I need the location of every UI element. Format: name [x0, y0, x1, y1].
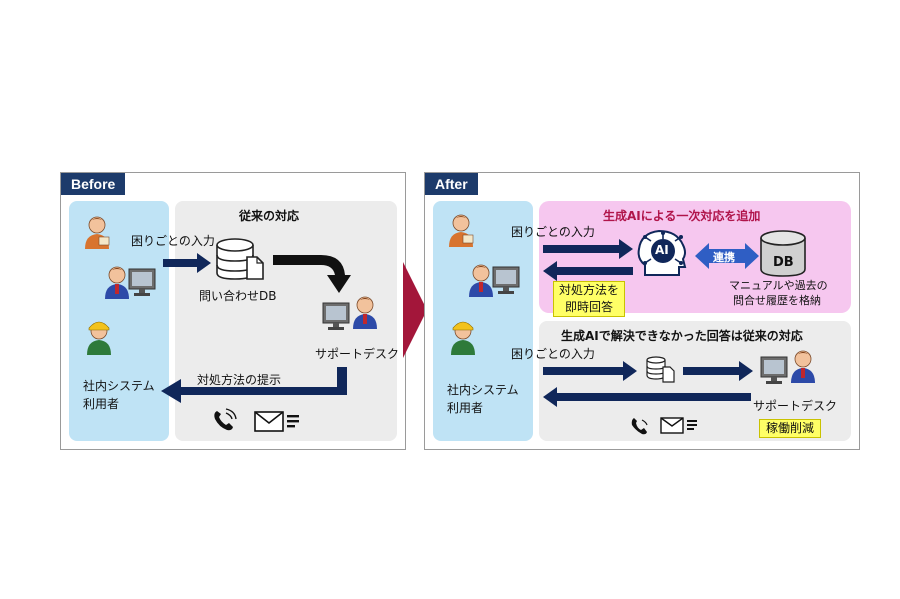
ai-label: AI [655, 243, 669, 257]
before-solution-label: 対処方法の提示 [197, 373, 282, 387]
workload-reduction-badge: 稼働削減 [759, 419, 821, 438]
arrow-right-icon [683, 361, 753, 381]
arrow-left-icon [543, 387, 751, 407]
person-icon [450, 321, 476, 356]
before-users-label-2: 利用者 [83, 397, 120, 411]
link-label: 連携 [713, 251, 735, 264]
db-desc-2: 問合せ履歴を格納 [733, 294, 821, 307]
database-icon [760, 230, 806, 277]
arrow-right-icon [543, 239, 633, 259]
after-genai-title: 生成AIによる一次対応を追加 [603, 209, 761, 223]
transition-arrow-icon [403, 262, 427, 358]
arrow-right-icon [543, 361, 637, 381]
person-icon [448, 214, 474, 248]
before-support-desk: サポートデスク [315, 347, 400, 361]
link-arrow-icon [695, 243, 759, 269]
database-icon [646, 356, 666, 380]
mail-icon [254, 411, 299, 432]
before-panel: Before 従来の対応 困りごとの入力 問い合わせDB サポートデスク 対処方… [60, 172, 406, 450]
computer-operator-icon [760, 350, 816, 385]
arrow-left-icon [543, 261, 633, 281]
after-trouble-input-bottom: 困りごとの入力 [511, 347, 595, 361]
ai-brain-icon [637, 229, 687, 276]
return-arrow-icon [161, 367, 347, 403]
computer-operator-icon [322, 296, 378, 331]
instant-answer-badge: 対処方法を 即時回答 [553, 281, 625, 317]
arrow-right-icon [163, 253, 211, 273]
after-title: After [425, 173, 478, 195]
before-trouble-input: 困りごとの入力 [131, 234, 215, 248]
fallback-title: 生成AIで解決できなかった回答は従来の対応 [561, 329, 803, 343]
before-db-label: 問い合わせDB [199, 289, 277, 303]
after-users-label-2: 利用者 [447, 401, 484, 415]
before-users-label-1: 社内システム [83, 379, 155, 393]
computer-operator-icon [468, 264, 520, 298]
after-support-desk: サポートデスク [753, 399, 838, 413]
answer-line-2: 即時回答 [564, 300, 613, 314]
document-icon [662, 366, 675, 383]
answer-line-1: 対処方法を [558, 283, 619, 297]
phone-icon [214, 408, 237, 431]
phone-icon [631, 418, 648, 435]
after-users-column [433, 201, 533, 441]
db-desc-1: マニュアルや過去の [729, 279, 828, 292]
document-icon [246, 256, 264, 280]
mail-icon [660, 417, 697, 434]
before-users-column [69, 201, 169, 441]
before-title: Before [61, 173, 126, 195]
curved-arrow-icon [273, 255, 351, 293]
person-icon [84, 216, 110, 250]
person-icon [86, 321, 112, 356]
after-trouble-input-top: 困りごとの入力 [511, 225, 595, 239]
after-users-label-1: 社内システム [447, 383, 519, 397]
after-db-label: DB [773, 255, 794, 270]
before-traditional-label: 従来の対応 [239, 209, 300, 223]
computer-operator-icon [104, 266, 156, 300]
after-panel: After 生成AIによる一次対応を追加 困りごとの入力 AI 連携 DB マニ… [424, 172, 860, 450]
